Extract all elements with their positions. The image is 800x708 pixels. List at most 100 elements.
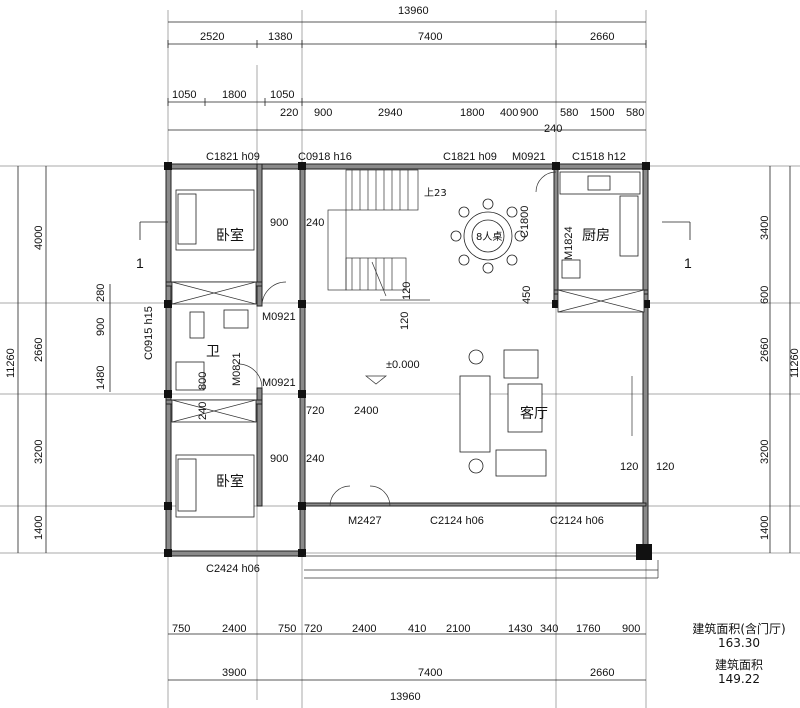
- dim-bot-9: 340: [540, 623, 558, 635]
- door-m0921-mid: M0921: [262, 311, 296, 323]
- dim-int-5: 720: [306, 405, 324, 417]
- dim-left-4: 1400: [33, 516, 45, 540]
- door-m0921-top: M0921: [512, 151, 546, 163]
- left-dimensions: 11260 4000 2660 3200 1400 280 900 1480: [5, 166, 111, 553]
- dim-int-7: 120: [401, 282, 413, 300]
- bedroom-bottom: 卧室: [171, 399, 257, 518]
- dim-bot-1: 750: [172, 623, 190, 635]
- dim-top-b: 1380: [268, 31, 292, 43]
- dim-top2-3: 1050: [270, 89, 294, 101]
- dim-bot2-2: 7400: [418, 667, 442, 679]
- dim-int-6: 2400: [354, 405, 378, 417]
- dim-bot-6: 410: [408, 623, 426, 635]
- dining-table: 8人桌: [450, 198, 526, 274]
- dim-int-3: 900: [270, 453, 288, 465]
- area-label-2: 建筑面积: [714, 658, 763, 672]
- dim-right-5: 1400: [759, 516, 771, 540]
- window-c1821-a: C1821 h09: [206, 151, 260, 163]
- window-c2424: C2424 h06: [206, 563, 260, 575]
- window-c2124-b: C2124 h06: [550, 515, 604, 527]
- dim-int-9: 120: [620, 461, 638, 473]
- dim-bot-10: 1760: [576, 623, 600, 635]
- dim-int-12: 800: [197, 372, 209, 390]
- window-c1800: C1800: [519, 206, 531, 238]
- dim-top2-9: 900: [520, 107, 538, 119]
- area-value-1: 163.30: [718, 636, 760, 650]
- window-c0918: C0918 h16: [298, 151, 352, 163]
- stair-up-label: 上23: [424, 187, 447, 199]
- dim-right-2: 600: [759, 286, 771, 304]
- section-mark-left: 1: [136, 255, 144, 271]
- dim-int-2: 240: [306, 217, 324, 229]
- dim-top2-4: 220: [280, 107, 298, 119]
- dim-top2-12: 580: [626, 107, 644, 119]
- dim-left-2: 2660: [33, 338, 45, 362]
- dim-int-8: 120: [399, 312, 411, 330]
- dim-top-d: 2660: [590, 31, 614, 43]
- dim-top2-7: 1800: [460, 107, 484, 119]
- dim-bot-11: 900: [622, 623, 640, 635]
- dim-int-1: 900: [270, 217, 288, 229]
- dim-bot-7: 2100: [446, 623, 470, 635]
- dim-top-c: 7400: [418, 31, 442, 43]
- dim-left-total: 11260: [5, 348, 17, 378]
- interior-openings: M0921 M0921 C0915 h15 M0821 M1824 M2427 …: [143, 206, 604, 575]
- porch: [304, 555, 659, 579]
- dim-top2-1: 1050: [172, 89, 196, 101]
- dim-top2-11: 1500: [590, 107, 614, 119]
- area-block: 建筑面积(含门厅) 163.30 建筑面积 149.22: [684, 622, 794, 686]
- top-openings: C1821 h09 C0918 h16 C1821 h09 M0921 C151…: [206, 151, 626, 163]
- door-m0921-low: M0921: [262, 377, 296, 389]
- dim-right-3: 2660: [759, 338, 771, 362]
- bedroom-top: 卧室: [171, 189, 257, 305]
- kitchen-label: 厨房: [582, 228, 610, 244]
- area-label-1: 建筑面积(含门厅): [692, 622, 786, 636]
- dim-int-4: 240: [306, 453, 324, 465]
- columns: [164, 162, 652, 560]
- section-mark-right: 1: [684, 255, 692, 271]
- door-m0821: M0821: [231, 352, 243, 386]
- doors: [237, 171, 557, 507]
- door-m1824: M1824: [563, 226, 575, 260]
- section-marks: 1 1: [136, 221, 692, 271]
- dim-left-in-1: 280: [95, 284, 107, 302]
- dim-top2-2: 1800: [222, 89, 246, 101]
- dim-right-4: 3200: [759, 440, 771, 464]
- dim-top2-10: 580: [560, 107, 578, 119]
- area-value-2: 149.22: [718, 672, 760, 686]
- dim-top-a: 2520: [200, 31, 224, 43]
- dim-bot2-1: 3900: [222, 667, 246, 679]
- kitchen: 厨房: [557, 171, 645, 313]
- top-dimensions: 13960 2520 1380 7400 2660 1050 1800 1050…: [167, 5, 647, 135]
- dim-right-total: 11260: [789, 348, 800, 378]
- dim-top2-sub: 240: [544, 123, 562, 135]
- dim-bot-4: 720: [304, 623, 322, 635]
- dim-top2-6: 2940: [378, 107, 402, 119]
- dim-right-1: 3400: [759, 216, 771, 240]
- window-c1518: C1518 h12: [572, 151, 626, 163]
- dim-top2-5: 900: [314, 107, 332, 119]
- window-c1821-b: C1821 h09: [443, 151, 497, 163]
- dim-int-11: 450: [521, 286, 533, 304]
- table-label: 8人桌: [476, 230, 502, 243]
- dim-int-10: 120: [656, 461, 674, 473]
- bedroom-top-label: 卧室: [216, 227, 244, 244]
- bottom-dimensions: 750 2400 750 720 2400 410 2100 1430 340 …: [168, 623, 646, 703]
- staircase: 上23: [327, 169, 447, 301]
- bedroom-bottom-label: 卧室: [216, 473, 244, 490]
- dim-left-in-2: 900: [95, 318, 107, 336]
- dim-bot-total: 13960: [390, 691, 421, 703]
- dim-int-13: 240: [197, 402, 209, 420]
- door-m2427: M2427: [348, 515, 382, 527]
- living-room: 客厅 ±0.000: [365, 349, 633, 477]
- dim-bot-5: 2400: [352, 623, 376, 635]
- right-dimensions: 3400 600 2660 3200 1400 11260: [759, 166, 800, 553]
- bathroom: 卫: [175, 309, 249, 391]
- dim-top2-8: 400: [500, 107, 518, 119]
- living-label: 客厅: [520, 405, 548, 422]
- bath-label: 卫: [206, 344, 220, 360]
- dim-left-1: 4000: [33, 226, 45, 250]
- dim-left-in-3: 1480: [95, 366, 107, 390]
- interior-dimensions: 900 240 900 240 720 2400 120 120 120 120…: [197, 217, 674, 473]
